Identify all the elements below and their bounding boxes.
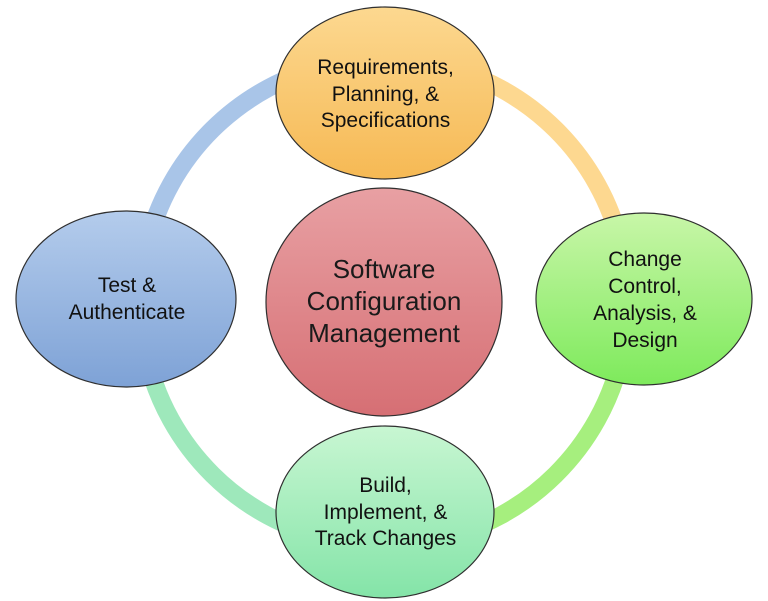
node-build-implement-track-changes: [275, 425, 495, 599]
node-test-authenticate: [15, 210, 237, 388]
node-change-control-analysis-design: [535, 212, 753, 386]
node-label-build: Build, Implement, & Track Changes: [314, 473, 457, 551]
center-circle-software-configuration-management: [265, 187, 503, 417]
node-label-requirements: Requirements, Planning, & Specifications: [317, 55, 454, 133]
node-label-test: Test & Authenticate: [68, 274, 186, 324]
node-requirements-planning-specifications: [275, 6, 495, 180]
center-label: Software Configuration Management: [306, 254, 462, 348]
node-label-change-control: Change Control, Analysis, & Design: [593, 248, 697, 352]
